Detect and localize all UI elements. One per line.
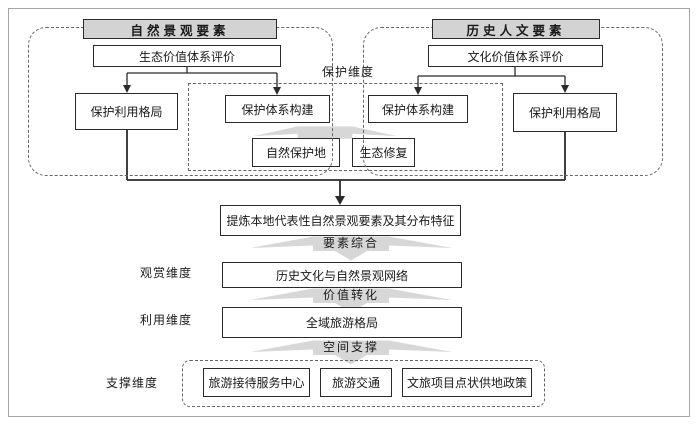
protect-system-left-box: 保护体系构建 — [225, 95, 330, 123]
tourism-transport-box: 旅游交通 — [320, 368, 392, 397]
natural-elements-header-label: 自然景观要素 — [130, 23, 230, 38]
natural-elements-header: 自然景观要素 — [83, 19, 277, 39]
protect-system-right-box: 保护体系构建 — [368, 95, 468, 123]
protect-use-pattern-left-box: 保护利用格局 — [75, 93, 178, 130]
element-synthesis-chevron: 要素综合 — [250, 236, 452, 261]
global-tourism-pattern-box: 全域旅游格局 — [222, 307, 462, 338]
protect-use-pattern-right-box: 保护利用格局 — [513, 93, 617, 132]
land-supply-policy-box: 文旅项目点状供地政策 — [402, 368, 532, 397]
value-conversion-chevron: 价值转化 — [250, 288, 452, 313]
figure-border — [8, 8, 690, 417]
cultural-elements-header-label: 历史人文要素 — [466, 23, 566, 38]
cultural-value-eval-box: 文化价值体系评价 — [428, 45, 603, 67]
eco-value-eval-box: 生态价值体系评价 — [93, 45, 281, 67]
culture-landscape-network-box: 历史文化与自然景观网络 — [222, 262, 462, 288]
nature-reserve-box: 自然保护地 — [252, 138, 340, 167]
element-synthesis-label: 要素综合 — [322, 236, 379, 250]
extract-features-box: 提炼本地代表性自然景观要素及其分布特征 — [220, 205, 461, 236]
spatial-support-label: 空间支撑 — [322, 340, 379, 354]
eco-restoration-box: 生态修复 — [352, 138, 415, 167]
support-dimension-label: 支撑维度 — [105, 376, 158, 390]
value-conversion-label: 价值转化 — [322, 288, 379, 302]
spatial-support-chevron: 空间支撑 — [250, 340, 452, 365]
tourist-service-center-box: 旅游接待服务中心 — [203, 368, 310, 397]
use-dimension-label: 利用维度 — [139, 313, 192, 327]
view-dimension-label: 观赏维度 — [139, 266, 192, 280]
cultural-elements-header: 历史人文要素 — [432, 19, 600, 39]
protect-dimension-label: 保护维度 — [321, 65, 374, 79]
